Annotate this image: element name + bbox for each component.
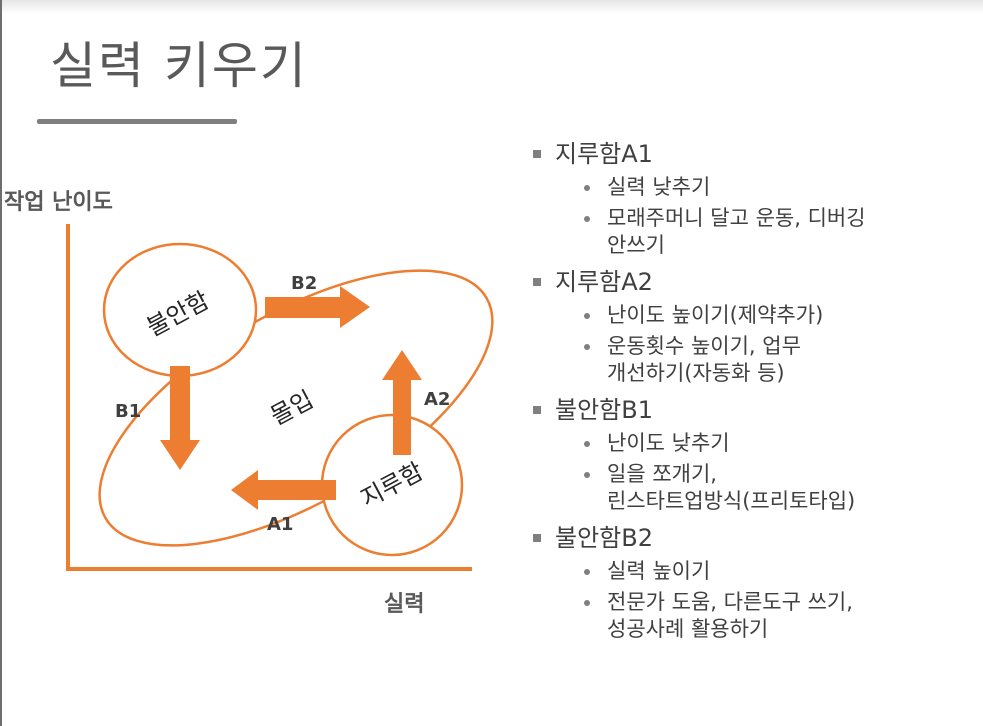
a1-arrow [231,470,336,510]
x-axis-label: 실력 [384,592,424,617]
strategy-group: 불안함B2 실력 높이기 전문가 도움, 다른도구 쓰기, 성공사례 활용하기 [525,522,975,643]
b2-arrow [265,286,370,328]
strategy-item: 실력 낮추기 [525,174,975,201]
strategy-item-line: 실력 높이기 [607,559,711,583]
a1-label: A1 [267,514,293,535]
y-axis-label: 작업 난이도 [4,190,113,215]
strategy-heading: 불안함B1 [525,394,975,426]
strategy-item: 난이도 낮추기 [525,430,975,457]
a2-label: A2 [424,389,450,410]
b2-label: B2 [291,273,317,294]
strategy-item: 난이도 높이기(제약추가) [525,302,975,329]
strategy-item-line: 실력 낮추기 [607,175,711,199]
strategy-item-line: 난이도 높이기(제약추가) [607,303,824,327]
strategy-item-line: 린스타트업방식(프리토타입) [607,489,856,513]
strategy-heading: 지루함A1 [525,138,975,170]
flow-diagram: 작업 난이도 실력 B2 B1 A2 A1 불안함 몰입 지루함 [4,190,494,617]
strategy-item-line: 안쓰기 [607,233,665,257]
strategy-group: 지루함A1 실력 낮추기 모래주머니 달고 운동, 디버깅 안쓰기 [525,138,975,259]
b1-label: B1 [115,401,141,422]
title-underline [37,119,237,124]
strategy-item: 모래주머니 달고 운동, 디버깅 안쓰기 [525,205,975,259]
strategy-item: 전문가 도움, 다른도구 쓰기, 성공사례 활용하기 [525,589,975,643]
a2-arrow [382,350,422,455]
strategy-list: 지루함A1 실력 낮추기 모래주머니 달고 운동, 디버깅 안쓰기 지루함A2 … [525,138,975,650]
strategy-item-line: 난이도 낮추기 [607,431,730,455]
strategy-heading: 불안함B2 [525,522,975,554]
strategy-item-line: 성공사례 활용하기 [607,617,769,641]
top-edge-strip [0,0,983,14]
strategy-item-line: 전문가 도움, 다른도구 쓰기, [607,590,853,614]
strategy-item-line: 개선하기(자동화 등) [607,361,785,385]
strategy-item: 일을 쪼개기, 린스타트업방식(프리토타입) [525,461,975,515]
strategy-group: 지루함A2 난이도 높이기(제약추가) 운동횟수 높이기, 업무 개선하기(자동… [525,266,975,387]
strategy-item-line: 모래주머니 달고 운동, 디버깅 [607,206,866,230]
left-edge-rule [0,0,2,726]
strategy-heading: 지루함A2 [525,266,975,298]
strategy-item: 운동횟수 높이기, 업무 개선하기(자동화 등) [525,333,975,387]
strategy-item-line: 운동횟수 높이기, 업무 [607,334,801,358]
slide-title: 실력 키우기 [50,37,308,95]
strategy-item: 실력 높이기 [525,558,975,585]
b1-arrow [160,366,200,470]
strategy-group: 불안함B1 난이도 낮추기 일을 쪼개기, 린스타트업방식(프리토타입) [525,394,975,515]
strategy-item-line: 일을 쪼개기, [607,462,717,486]
